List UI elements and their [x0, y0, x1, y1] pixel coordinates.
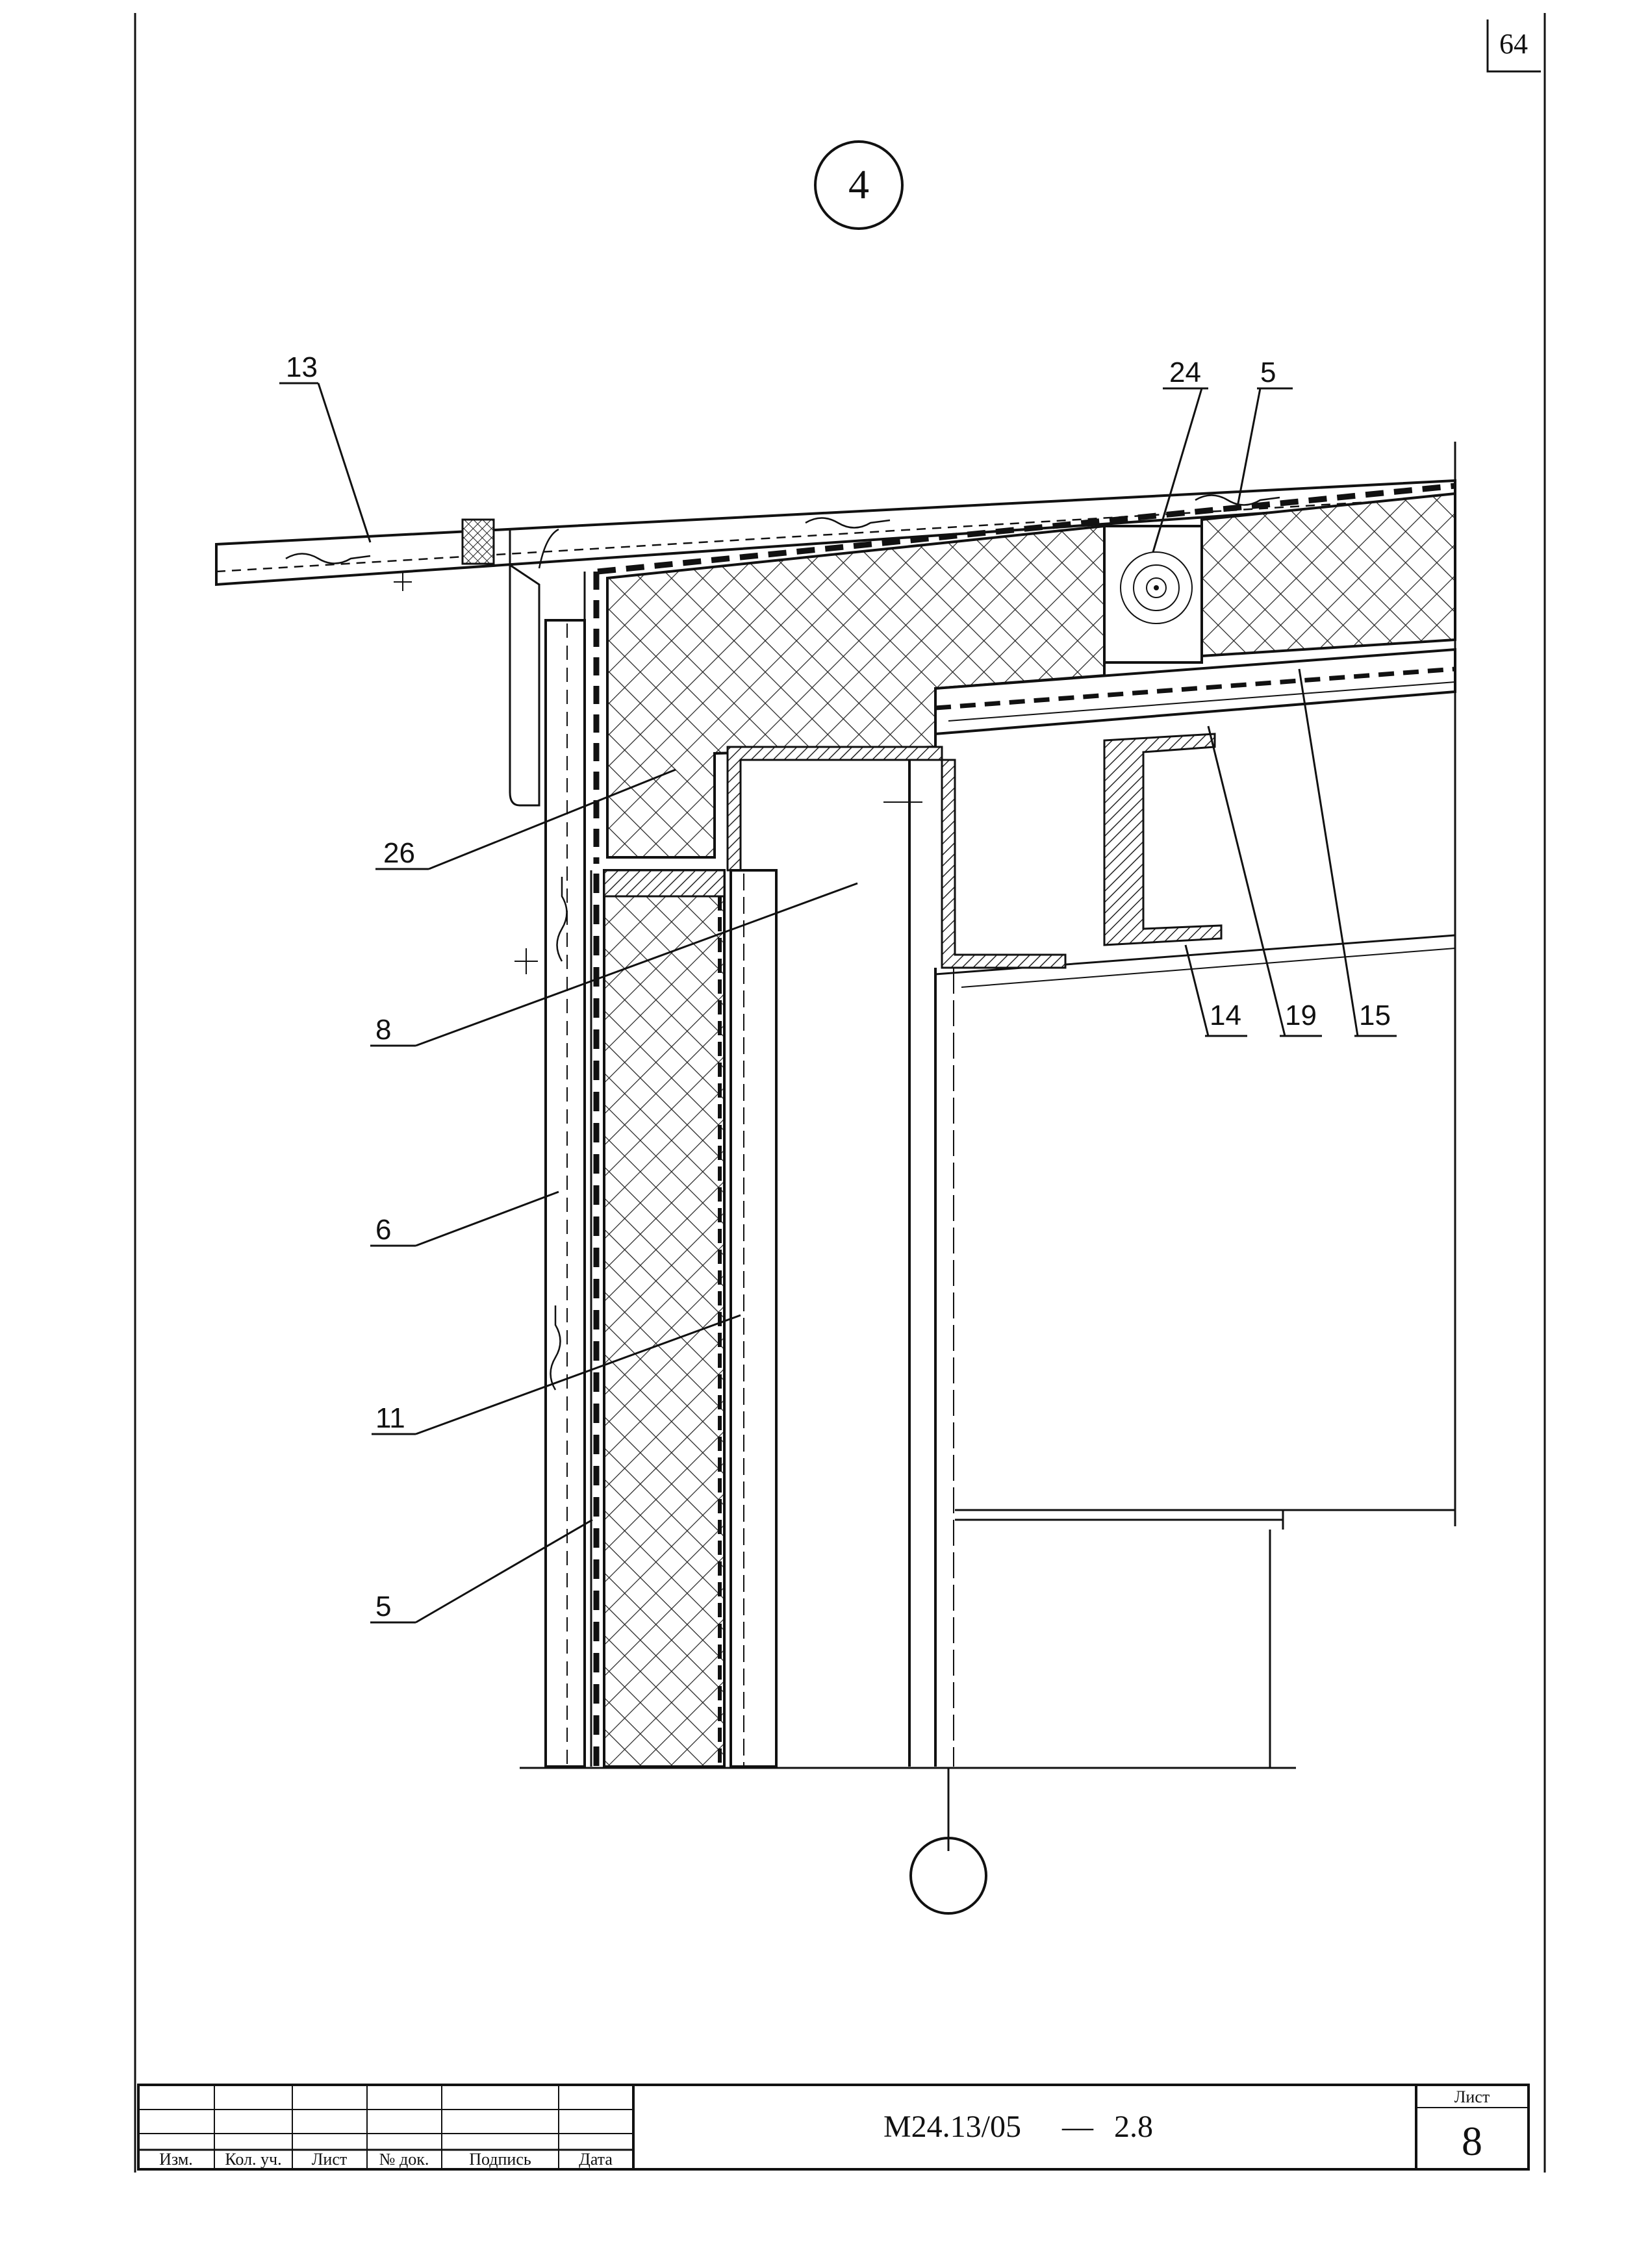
- callout-24: 24: [1152, 357, 1208, 553]
- roof-joint-insert: [461, 518, 495, 565]
- section-marker: [909, 1837, 987, 1915]
- ridge-beam: [935, 733, 1456, 988]
- page-number-box: 64: [1486, 19, 1541, 73]
- callout-15: 15: [1298, 668, 1397, 1037]
- sheet-label: Лист: [1454, 2087, 1490, 2106]
- callout-6: 6: [370, 1191, 559, 1247]
- title-block: Изм. Кол. уч. Лист № док. Подпись Дата М…: [137, 2084, 1530, 2171]
- callout-5-bottom: 5: [370, 1518, 593, 1624]
- tb-col-data: Дата: [579, 2150, 613, 2169]
- tb-col-podpis: Подпись: [469, 2150, 531, 2169]
- page-number: 64: [1499, 28, 1528, 60]
- wall-cladding: [509, 529, 586, 1768]
- callout-label-8: 8: [375, 1014, 391, 1046]
- callout-label-11: 11: [375, 1402, 405, 1434]
- callout-5-top: 5: [1236, 357, 1293, 507]
- floor-lines: [520, 442, 1456, 1851]
- callout-label-26: 26: [383, 837, 415, 869]
- document-dash: —: [1061, 2110, 1094, 2144]
- callout-label-6: 6: [375, 1214, 391, 1246]
- document-code: М24.13/05: [883, 2110, 1021, 2144]
- callout-14: 14: [1184, 944, 1247, 1037]
- callout-13: 13: [279, 351, 372, 543]
- callout-label-13: 13: [286, 351, 318, 383]
- roof-slab: [215, 479, 1456, 591]
- callout-label-5-bottom: 5: [375, 1591, 391, 1622]
- callout-label-5-top: 5: [1260, 357, 1276, 388]
- detail-marker: 4: [814, 140, 904, 230]
- callout-26: 26: [375, 768, 676, 870]
- callout-label-15: 15: [1359, 1000, 1391, 1031]
- tb-col-izm: Изм.: [159, 2150, 193, 2169]
- document-section: 2.8: [1114, 2110, 1153, 2144]
- sheet-frame: [134, 13, 1546, 2173]
- tb-col-list: Лист: [312, 2150, 347, 2169]
- wall-membrane: [590, 870, 600, 1767]
- callout-label-14: 14: [1210, 1000, 1241, 1031]
- steel-column: [726, 746, 1067, 1767]
- callout-label-24: 24: [1169, 357, 1201, 388]
- callout-label-19: 19: [1285, 1000, 1317, 1031]
- detail-marker-number: 4: [848, 161, 869, 207]
- sealing-roll: [1103, 525, 1203, 664]
- callout-8: 8: [370, 882, 858, 1047]
- tb-col-n-dok: № док.: [379, 2150, 429, 2169]
- callout-19: 19: [1207, 725, 1322, 1037]
- sheet-number: 8: [1462, 2118, 1482, 2164]
- tb-col-kol-uch: Кол. уч.: [225, 2150, 281, 2169]
- callout-11: 11: [372, 1314, 741, 1435]
- wall-insulation: [603, 869, 778, 1768]
